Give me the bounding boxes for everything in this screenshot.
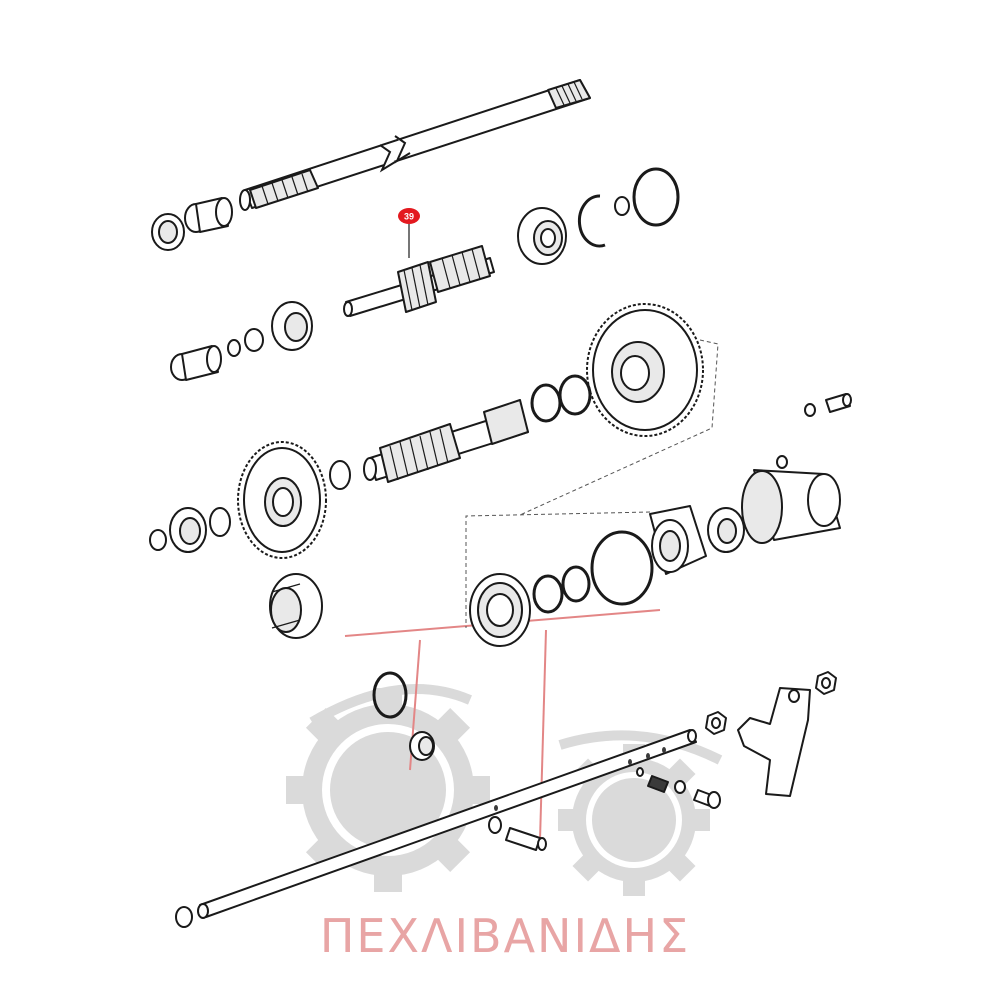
detent-spring	[636, 767, 686, 794]
main-input-shaft	[239, 79, 591, 211]
bearing-lower-left	[149, 507, 231, 553]
assembly-guide-lower	[465, 511, 651, 628]
washers-mid-left	[227, 328, 264, 357]
bearing-top-right	[517, 207, 567, 265]
bolt-bottom	[693, 789, 721, 809]
bearing-lower-right	[469, 573, 531, 647]
bearing-mid-left	[271, 301, 313, 351]
o-ring-large	[590, 530, 654, 606]
large-gear-upper	[586, 303, 704, 437]
callout-39[interactable]: 39	[398, 208, 420, 258]
needle-bushing-mid	[170, 345, 222, 381]
assembly-guide-upper	[519, 339, 719, 516]
bushing-top	[184, 197, 233, 233]
snap-ring-top	[577, 194, 606, 248]
callout-39-number: 39	[404, 212, 414, 222]
bearing-carrier	[649, 505, 707, 575]
large-gear-lower-left	[237, 441, 327, 559]
washer-top-small	[614, 196, 630, 216]
bolt-top-right	[804, 393, 852, 417]
watermark-brand-text: ΠΕΧΛΙΒΑΝΙΔΗΣ	[320, 909, 690, 963]
shift-fork	[737, 687, 811, 797]
plug-cap	[409, 731, 435, 761]
seal-right	[707, 507, 745, 553]
rings-lower	[532, 565, 591, 614]
small-washer	[488, 816, 502, 834]
switch-sensor	[505, 827, 547, 851]
snap-ring-mid	[530, 374, 592, 423]
nut-right	[705, 671, 837, 735]
o-ring-top	[632, 167, 680, 227]
synchro-hub	[269, 573, 323, 639]
watermark-wheel-right	[558, 744, 710, 896]
washer-mid-shaft	[329, 460, 351, 490]
countershaft-splined	[363, 399, 529, 483]
gear-shaft-part-39	[343, 245, 495, 317]
seal-ring-top	[151, 213, 185, 251]
callout-39-badge	[398, 208, 420, 224]
washer-rod-end	[175, 906, 193, 928]
cover-housing	[741, 455, 841, 544]
selector-rod	[197, 729, 697, 919]
ring-lower-left	[372, 671, 408, 719]
